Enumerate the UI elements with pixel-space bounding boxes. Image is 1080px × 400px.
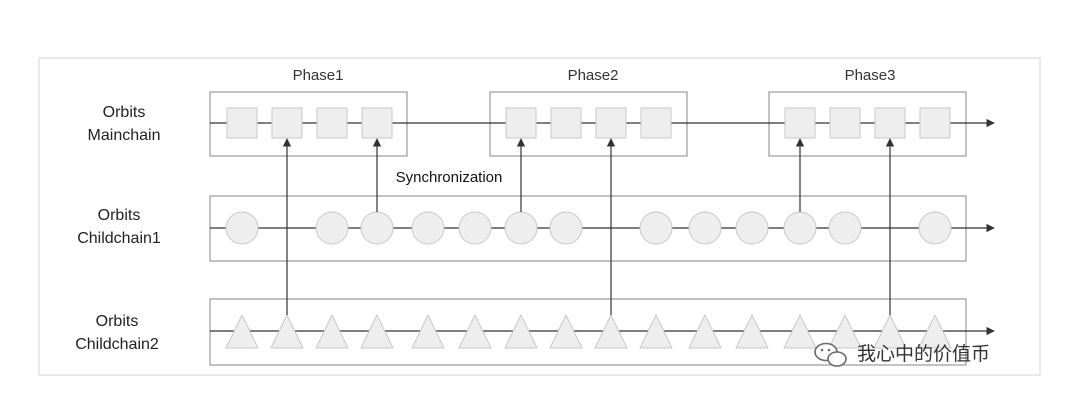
- mainchain-blocks: [226, 107, 951, 139]
- childchain1-label-line1: Orbits: [98, 207, 141, 224]
- phase1-box: [209, 91, 408, 157]
- mainchain-block: [271, 107, 303, 139]
- mainchain-block: [316, 107, 348, 139]
- childchain1-node: [360, 211, 394, 245]
- childchain2-node: [688, 313, 722, 349]
- childchain1-node: [315, 211, 349, 245]
- phase1-title: Phase1: [293, 67, 344, 84]
- mainchain-block: [874, 107, 906, 139]
- watermark: 我心中的价值币: [814, 342, 990, 367]
- childchain1-label-line2: Childchain1: [77, 230, 161, 247]
- childchain2-node: [828, 313, 862, 349]
- mainchain-block: [361, 107, 393, 139]
- childchain1-node: [549, 211, 583, 245]
- childchain2-node: [918, 313, 952, 349]
- mainchain-block: [784, 107, 816, 139]
- childchain1-node: [735, 211, 769, 245]
- mainchain-block: [919, 107, 951, 139]
- childchain2-node: [315, 313, 349, 349]
- childchain2-node: [458, 313, 492, 349]
- outer-frame: [38, 57, 1041, 376]
- phase3-title: Phase3: [845, 67, 896, 84]
- childchain2-node: [549, 313, 583, 349]
- phase2-box: [489, 91, 688, 157]
- childchain2-node: [504, 313, 538, 349]
- wechat-icon: [814, 342, 847, 367]
- childchain2-label-line1: Orbits: [96, 313, 139, 330]
- chain-labels: Orbits Mainchain Orbits Childchain1 Orbi…: [75, 104, 161, 353]
- childchain2-node: [873, 313, 907, 349]
- childchain2-band: [209, 298, 967, 366]
- childchain2-node: [594, 313, 628, 349]
- childchain1-node: [639, 211, 673, 245]
- mainchain-block: [595, 107, 627, 139]
- mainchain-block: [550, 107, 582, 139]
- childchain2-label-line2: Childchain2: [75, 336, 159, 353]
- phase2-title: Phase2: [568, 67, 619, 84]
- mainchain-label-line1: Orbits: [103, 104, 146, 121]
- mainchain-block: [640, 107, 672, 139]
- childchain2-node: [639, 313, 673, 349]
- childchain2-node: [411, 313, 445, 349]
- synchronization-label: Synchronization: [396, 169, 503, 186]
- childchain1-node: [918, 211, 952, 245]
- childchain2-node: [360, 313, 394, 349]
- mainchain-block: [226, 107, 258, 139]
- childchain2-node: [735, 313, 769, 349]
- childchain2-nodes: [225, 313, 952, 349]
- mainchain-block: [505, 107, 537, 139]
- mainchain-label-line2: Mainchain: [88, 127, 161, 144]
- childchain1-node: [225, 211, 259, 245]
- childchain1-node: [688, 211, 722, 245]
- childchain2-node: [270, 313, 304, 349]
- childchain1-node: [504, 211, 538, 245]
- mainchain-block: [829, 107, 861, 139]
- synchronization-arrows: [282, 138, 895, 315]
- childchain2-node: [225, 313, 259, 349]
- childchain1-node: [828, 211, 862, 245]
- childchain1-node: [458, 211, 492, 245]
- phase3-box: [768, 91, 967, 157]
- childchain1-node: [411, 211, 445, 245]
- childchain1-node: [783, 211, 817, 245]
- childchain1-nodes: [225, 211, 952, 245]
- childchain2-node: [783, 313, 817, 349]
- watermark-text: 我心中的价值币: [857, 343, 990, 365]
